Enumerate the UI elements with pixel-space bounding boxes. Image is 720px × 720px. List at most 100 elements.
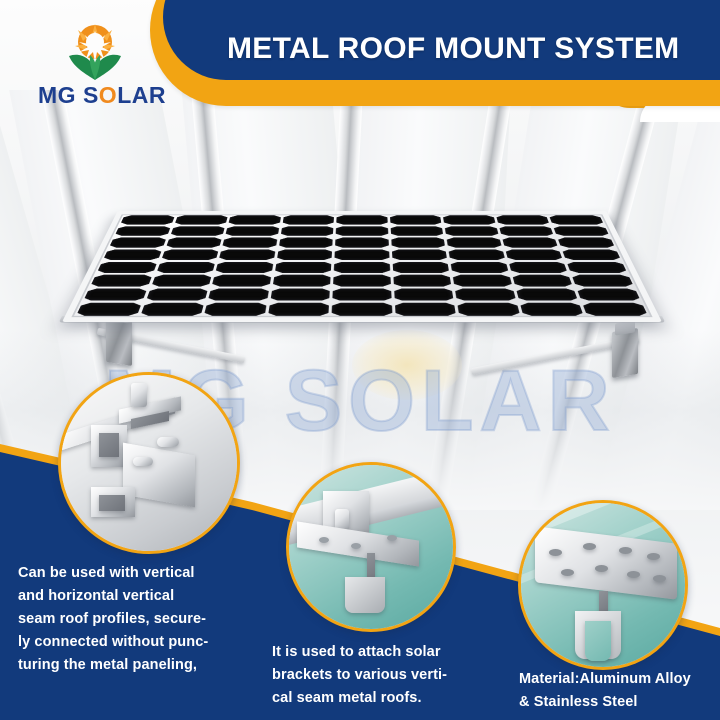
solar-cell <box>549 215 604 224</box>
solar-cell <box>392 249 448 260</box>
solar-cell <box>277 249 333 260</box>
solar-cell <box>83 288 147 300</box>
solar-cell <box>562 249 621 260</box>
solar-cell <box>332 288 391 300</box>
solar-cell <box>333 275 391 287</box>
solar-cell <box>208 288 269 300</box>
solar-cell <box>334 262 391 273</box>
solar-cell <box>165 237 222 247</box>
solar-cell <box>571 275 633 287</box>
solar-cell <box>268 303 330 316</box>
solar-cell <box>274 262 331 273</box>
plate-hole-4 <box>647 553 660 560</box>
sun-with-leaves-icon <box>56 22 134 82</box>
panel-cell-grid <box>76 215 648 316</box>
solar-cell <box>140 303 204 316</box>
solar-cell <box>450 262 508 273</box>
solar-cell <box>161 249 219 260</box>
hole-icon-a <box>319 537 329 543</box>
solar-cell <box>219 249 276 260</box>
screw-icon-b <box>133 457 153 466</box>
caption-material: Material:Aluminum Alloy & Stainless Stee… <box>519 668 715 714</box>
plate-hole-6 <box>595 565 608 572</box>
solar-cell <box>446 237 502 247</box>
solar-cell <box>395 303 457 316</box>
solar-cell <box>502 237 559 247</box>
solar-panel <box>0 118 720 358</box>
solar-cell <box>445 226 499 236</box>
clamp-profile-photo <box>61 375 237 551</box>
panel-face <box>62 211 662 322</box>
brand-name: MG SOLAR <box>26 82 178 109</box>
solar-cell <box>577 288 641 300</box>
solar-cell <box>567 262 628 273</box>
solar-cell <box>335 237 389 247</box>
solar-cell <box>76 303 142 316</box>
solar-cell <box>282 215 334 224</box>
solar-cell <box>170 226 225 236</box>
hole-icon-c <box>387 535 397 541</box>
solar-cell <box>334 249 389 260</box>
solar-cell <box>115 226 171 236</box>
hole-icon-b <box>351 543 361 549</box>
solar-cell <box>582 303 648 316</box>
solar-cell <box>222 237 278 247</box>
solar-cell <box>496 215 550 224</box>
solar-cell <box>145 288 208 300</box>
detail-circle-clamp-profile <box>58 372 240 554</box>
bolt-icon <box>131 383 147 407</box>
solar-cell <box>225 226 279 236</box>
solar-cell <box>174 215 228 224</box>
solar-cell <box>516 288 579 300</box>
clamp-cavity <box>99 433 119 457</box>
detail-circle-mounting-plate <box>518 500 688 670</box>
solar-cell <box>448 249 505 260</box>
plate-hole-5 <box>561 569 574 576</box>
solar-cell <box>280 226 333 236</box>
solar-cell <box>270 288 330 300</box>
seam-inside <box>585 621 611 661</box>
solar-cell <box>151 275 212 287</box>
plate-hole-3 <box>619 547 632 554</box>
detail-circle-bracket-on-seam <box>286 462 456 632</box>
solar-cell <box>332 303 393 316</box>
solar-cell <box>499 226 554 236</box>
solar-cell <box>557 237 615 247</box>
solar-cell <box>393 275 452 287</box>
solar-cell <box>390 226 443 236</box>
foot-cavity <box>99 495 125 511</box>
solar-cell <box>336 226 389 236</box>
solar-cell <box>392 262 449 273</box>
solar-cell <box>120 215 175 224</box>
solar-cell <box>512 275 573 287</box>
solar-cell <box>394 288 454 300</box>
brand-logo[interactable]: MG SOLAR <box>26 22 178 110</box>
bracket-on-seam-photo <box>289 465 453 629</box>
caption-clamp-profile: Can be used with vertical and horizontal… <box>18 562 220 677</box>
solar-cell <box>553 226 609 236</box>
solar-cell <box>455 288 516 300</box>
plate-hole-1 <box>549 549 562 556</box>
solar-cell <box>109 237 167 247</box>
plate-hole-8 <box>653 575 666 582</box>
solar-cell <box>390 215 442 224</box>
screw-icon-a <box>157 437 179 447</box>
brand-name-suffix: LAR <box>117 82 166 108</box>
solar-cell <box>212 275 272 287</box>
solar-cell <box>156 262 216 273</box>
seam-clamp <box>345 577 385 613</box>
plate-hole-2 <box>583 543 596 550</box>
solar-cell <box>508 262 568 273</box>
brand-name-prefix: MG S <box>38 82 99 108</box>
solar-cell <box>272 275 331 287</box>
solar-cell <box>204 303 267 316</box>
solar-cell <box>520 303 584 316</box>
mounting-plate-photo <box>521 503 685 667</box>
solar-cell <box>505 249 563 260</box>
plate-hole-7 <box>627 571 640 578</box>
solar-cell <box>443 215 496 224</box>
solar-cell <box>215 262 273 273</box>
solar-cell <box>228 215 281 224</box>
solar-cell <box>391 237 446 247</box>
